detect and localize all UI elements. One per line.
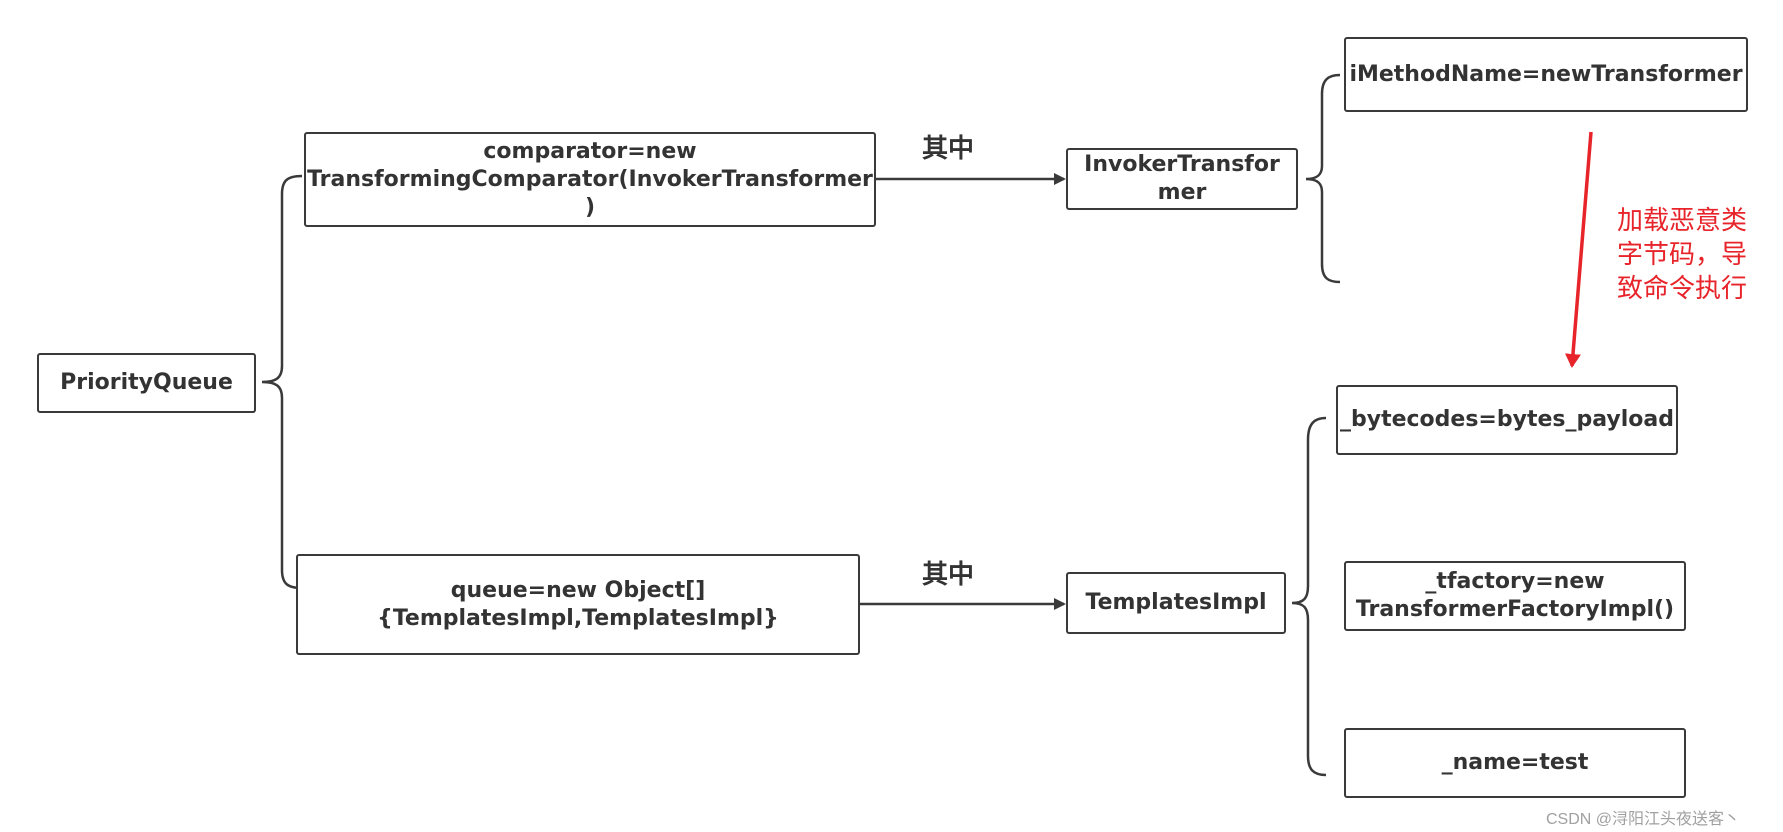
root-brace — [261, 174, 303, 590]
edge-label-bottom: 其中 — [922, 560, 975, 590]
annotation-line3: 致命令执行 — [1617, 274, 1748, 304]
invoker-brace — [1305, 73, 1341, 284]
node-tfactory-line1: _tfactory=new — [1425, 569, 1605, 594]
node-templates-impl: TemplatesImpl — [1066, 572, 1286, 634]
node-name-label: _name=test — [1441, 750, 1589, 775]
node-priority-queue-label: PriorityQueue — [60, 370, 233, 395]
watermark: CSDN @浔阳江头夜送客丶 — [1546, 811, 1741, 828]
node-comparator-line2: TransformingComparator(InvokerTransforme… — [307, 166, 873, 220]
node-invoker-line1: InvokerTransfor — [1084, 152, 1280, 177]
node-comparator: comparator=new TransformingComparator(In… — [304, 132, 876, 227]
node-priority-queue: PriorityQueue — [37, 353, 256, 413]
node-templates-label: TemplatesImpl — [1085, 590, 1267, 615]
node-tfactory-line2: TransformerFactoryImpl() — [1355, 597, 1675, 622]
node-name: _name=test — [1344, 728, 1686, 798]
node-bytecodes-label: _bytecodes=bytes_payload — [1339, 407, 1674, 432]
annotation-text: 加载恶意类 字节码，导 致命令执行 — [1617, 204, 1747, 306]
node-queue-line1: queue=new Object[] — [450, 577, 706, 603]
annotation-line1: 加载恶意类 — [1617, 206, 1748, 236]
node-imethod-name: iMethodName=newTransformer — [1344, 37, 1748, 112]
node-invoker-line2: mer — [1157, 180, 1207, 205]
edge-label-top: 其中 — [922, 134, 975, 164]
node-invoker-transformer: InvokerTransfor mer — [1066, 148, 1298, 210]
node-comparator-line1: comparator=new — [483, 138, 697, 164]
templates-brace — [1291, 416, 1327, 777]
node-imethod-label: iMethodName=newTransformer — [1349, 61, 1743, 87]
node-bytecodes: _bytecodes=bytes_payload — [1336, 385, 1678, 455]
annotation-line2: 字节码，导 — [1617, 240, 1748, 270]
red-arrow — [1564, 131, 1593, 368]
node-queue: queue=new Object[] {TemplatesImpl,Templa… — [296, 554, 860, 655]
node-queue-line2: {TemplatesImpl,TemplatesImpl} — [377, 605, 779, 631]
node-tfactory: _tfactory=new TransformerFactoryImpl() — [1344, 561, 1686, 631]
